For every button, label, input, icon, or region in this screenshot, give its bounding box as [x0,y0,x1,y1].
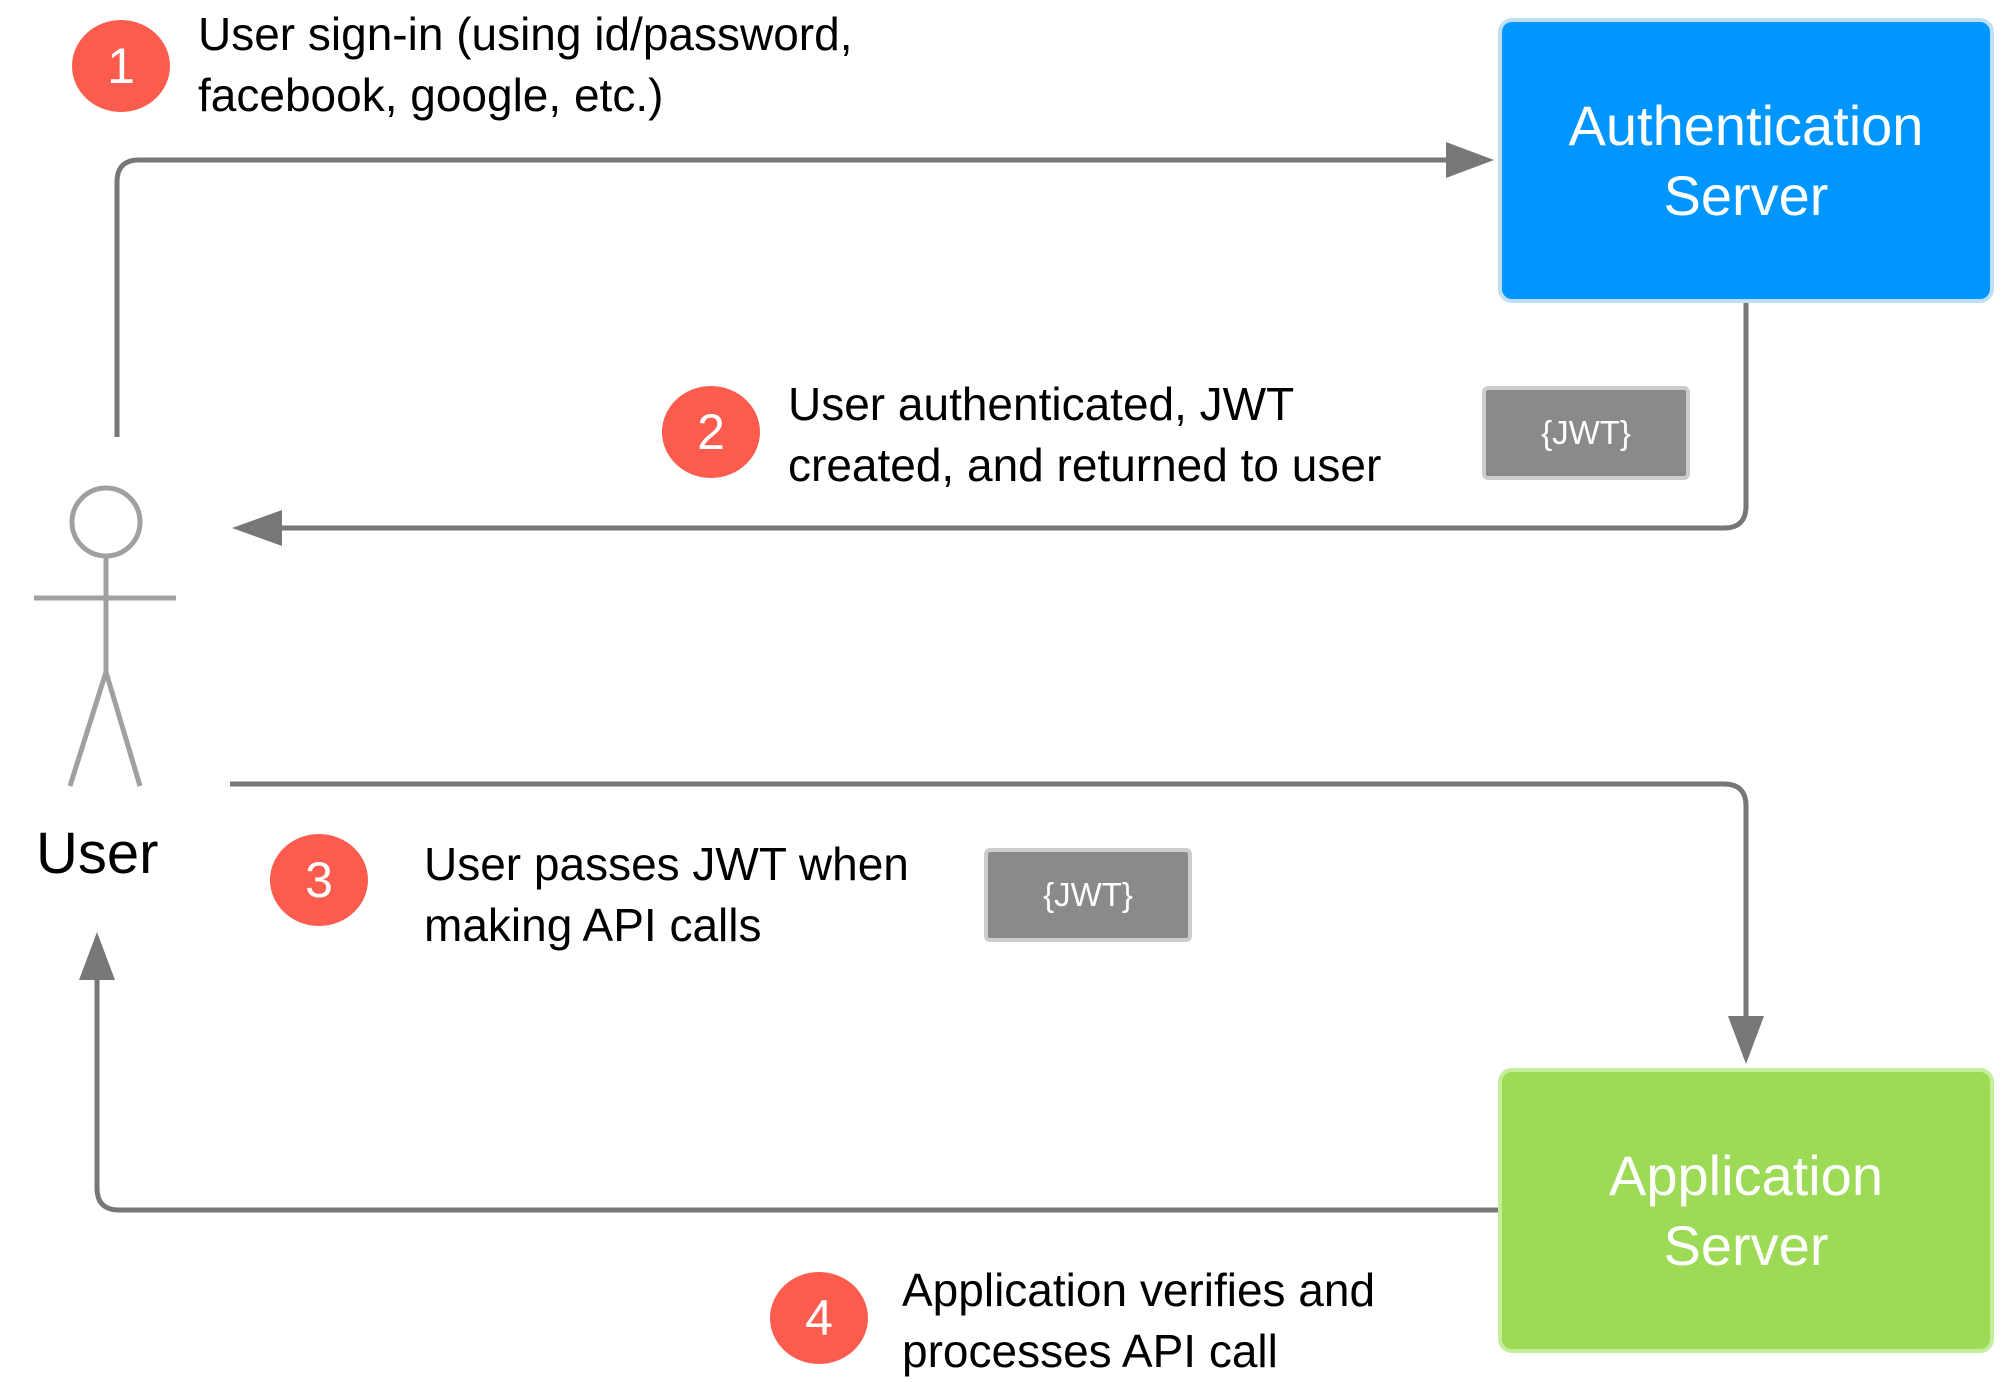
arrowhead-signin [1446,142,1494,178]
step-4-text: Application verifies and processes API c… [902,1264,1376,1377]
step-3-badge: 3 [270,834,368,926]
jwt-token-api: {JWT} [984,848,1192,942]
arrowhead-api-call [1728,1016,1764,1064]
application-server-label: Application Server [1609,1143,1883,1277]
arrow-response [94,980,1498,1213]
authentication-server-box: Authentication Server [1498,18,1994,303]
step-4-badge: 4 [770,1272,868,1364]
jwt-token-auth: {JWT} [1482,386,1690,480]
arrow-api-call [230,781,1749,1016]
user-label: User [36,821,159,886]
application-server-box: Application Server [1498,1068,1994,1353]
arrow-jwt-return [282,302,1749,531]
arrowhead-response [79,932,115,980]
arrowhead-jwt-return [232,510,282,546]
authentication-server-label: Authentication Server [1568,93,1924,227]
user-figure-icon [34,485,176,787]
step-3-text: User passes JWT when making API calls [424,838,909,951]
step-1-text: User sign-in (using id/password, faceboo… [198,8,853,121]
step-2-badge: 2 [662,386,760,478]
arrow-signin [114,157,1446,437]
step-2-text: User authenticated, JWT created, and ret… [788,378,1382,491]
step-1-badge: 1 [72,20,170,112]
